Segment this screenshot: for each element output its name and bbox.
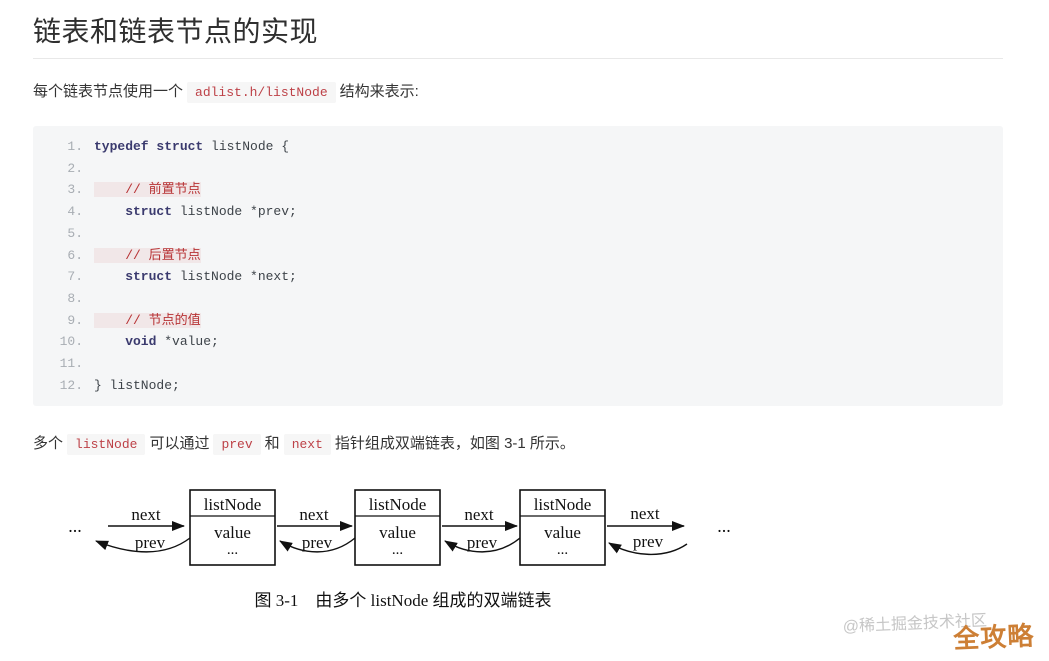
code-line: 12.} listNode;: [49, 375, 987, 397]
node-title: listNode: [369, 495, 427, 514]
watermark-overlay-text: 全攻略: [952, 620, 1036, 654]
next-label: next: [131, 505, 161, 524]
code-line: 7. struct listNode *next;: [49, 266, 987, 288]
prev-label: prev: [135, 533, 166, 552]
body-text-3: 和: [264, 435, 280, 453]
code-line: 5.: [49, 223, 987, 245]
line-number: 5.: [67, 225, 83, 241]
node-value: value: [544, 523, 581, 542]
code-line: 3. // 前置节点: [49, 179, 987, 201]
code-line: 4. struct listNode *prev;: [49, 201, 987, 223]
link-arrows: next prev: [277, 505, 356, 554]
next-label: next: [464, 505, 494, 524]
node-value: value: [214, 523, 251, 542]
code-block: 1.typedef struct listNode { 2. 3. // 前置节…: [33, 126, 1003, 407]
code-line: 9. // 节点的值: [49, 310, 987, 332]
list-node-box: listNode value ...: [519, 489, 606, 567]
code-line: 6. // 后置节点: [49, 245, 987, 267]
intro-text-pre: 每个链表节点使用一个: [33, 83, 184, 100]
intro-text-post: 结构来表示:: [339, 83, 419, 100]
node-more: ...: [557, 542, 568, 558]
linked-list-diagram: ... next prev listNode value ... next: [33, 480, 1003, 576]
title-divider: [33, 58, 1003, 59]
link-arrows: next prev: [607, 504, 688, 556]
watermark: @稀土掘金技术社区 全攻略: [842, 605, 1035, 654]
right-ellipsis: ...: [717, 516, 731, 536]
figure-caption: 图 3-1 由多个 listNode 组成的双端链表: [254, 591, 552, 611]
body-text-1: 多个: [33, 435, 64, 453]
prev-label: prev: [302, 533, 333, 552]
line-number: 2.: [67, 160, 83, 176]
code-line: 1.typedef struct listNode {: [49, 136, 987, 158]
left-ellipsis: ...: [68, 516, 82, 536]
page-title: 链表和链表节点的实现: [33, 16, 319, 47]
inline-code-next: next: [283, 434, 331, 456]
code-line: 8.: [49, 288, 987, 310]
next-label: next: [630, 504, 660, 523]
inline-code-adlist: adlist.h/listNode: [187, 82, 336, 103]
code-line: 11.: [49, 353, 987, 375]
line-number: 10.: [59, 334, 83, 350]
inline-code-listnode: listNode: [67, 434, 146, 456]
prev-label: prev: [467, 533, 498, 552]
line-number: 4.: [67, 204, 83, 220]
body-text-4: 指针组成双端链表，如图 3-1 所示。: [334, 435, 575, 453]
node-title: listNode: [534, 495, 592, 514]
line-number: 9.: [67, 312, 83, 328]
list-node-box: listNode value ...: [189, 489, 276, 567]
node-more: ...: [392, 542, 403, 558]
node-value: value: [379, 523, 416, 542]
line-number: 7.: [67, 269, 83, 285]
line-number: 3.: [67, 182, 83, 198]
link-arrows: next prev: [95, 505, 191, 553]
next-label: next: [299, 505, 329, 524]
list-node-box: listNode value ...: [354, 489, 441, 567]
code-line: 2.: [49, 158, 987, 180]
line-number: 6.: [67, 247, 83, 263]
line-number: 11.: [59, 356, 83, 372]
body-text-2: 可以通过: [149, 435, 210, 453]
link-arrows: next prev: [442, 505, 521, 554]
node-title: listNode: [204, 495, 262, 514]
line-number: 1.: [67, 139, 83, 154]
line-number: 8.: [67, 290, 83, 306]
inline-code-prev: prev: [213, 434, 261, 456]
node-more: ...: [227, 542, 238, 558]
line-number: 12.: [59, 377, 83, 393]
prev-label: prev: [633, 532, 664, 551]
code-line: 10. void *value;: [49, 331, 987, 353]
